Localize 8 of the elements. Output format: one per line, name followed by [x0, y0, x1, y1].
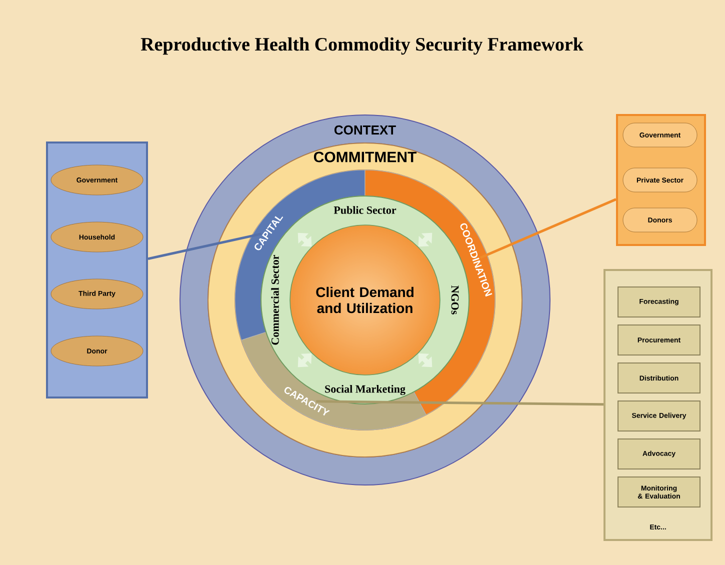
title: Reproductive Health Commodity Security Framework: [140, 37, 584, 55]
callout-line: [316, 400, 604, 406]
double-arrow: [418, 232, 432, 247]
callout-line: [148, 232, 262, 260]
double-arrow: [298, 232, 312, 247]
double-arrow: [298, 353, 312, 368]
callout-line: [480, 198, 616, 259]
double-arrow: [418, 353, 432, 368]
